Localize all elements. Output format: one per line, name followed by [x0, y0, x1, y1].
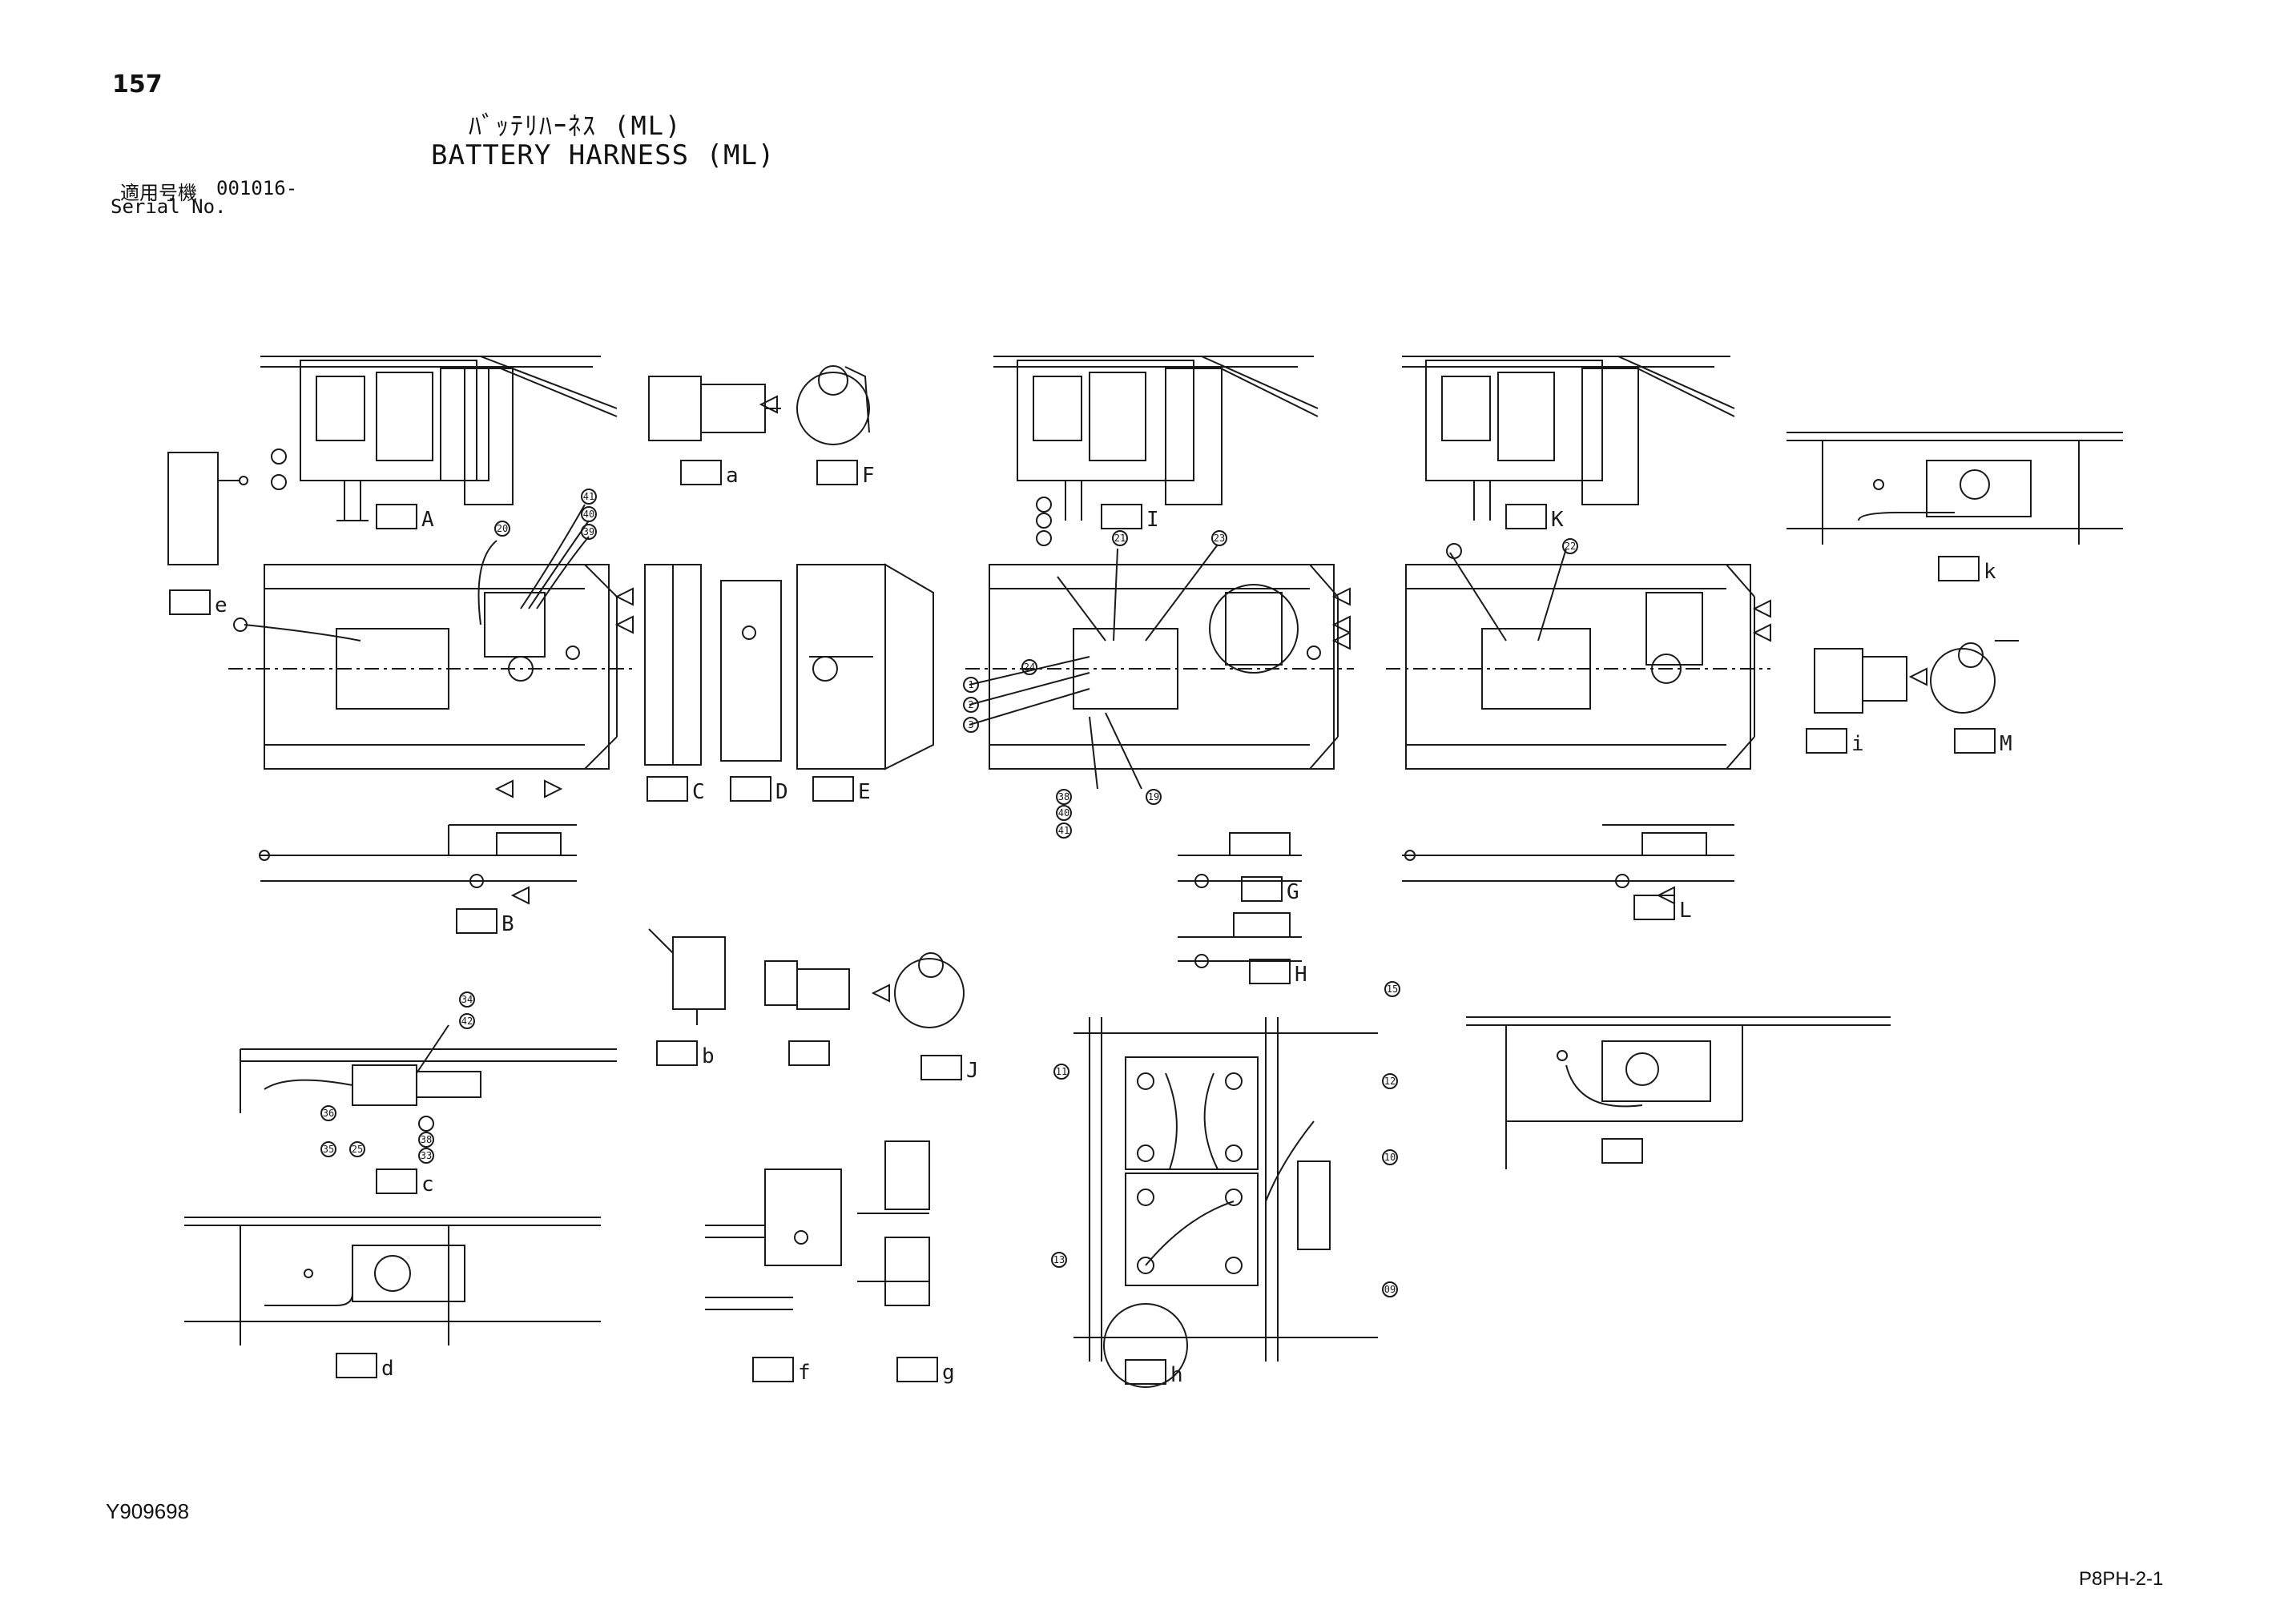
view-letter-f-upper: F	[862, 464, 875, 488]
callout-13: 13	[1053, 1254, 1065, 1265]
callout-33: 33	[421, 1150, 432, 1161]
callout-24: 24	[1024, 662, 1035, 673]
callout-40-b: 40	[1058, 807, 1069, 819]
engine-view-i	[993, 356, 1319, 521]
detail-f	[705, 1168, 842, 1310]
section-views-cde	[644, 563, 934, 770]
engine-view-k	[1402, 356, 1735, 521]
view-letter-e-lower: e	[215, 593, 228, 617]
view-letter-b-lower: b	[702, 1044, 715, 1068]
detail-k	[1786, 432, 2123, 545]
serial-label-japanese: 適用号機	[120, 182, 197, 204]
detail-i-view-m	[1814, 640, 2019, 714]
chassis-side-b	[259, 824, 577, 905]
view-letter-c-upper: C	[692, 780, 705, 804]
view-letter-a-upper: A	[421, 508, 434, 532]
callout-42: 42	[461, 1016, 473, 1027]
callout-40-a: 40	[583, 509, 594, 520]
view-letter-g-lower: g	[942, 1361, 955, 1385]
chassis-plan-middle	[965, 544, 1354, 790]
callout-3: 3	[968, 719, 973, 730]
chassis-plan-right	[1386, 548, 1771, 770]
callout-22: 22	[1565, 541, 1576, 552]
callout-balloons	[320, 489, 1578, 1297]
serial-value: 001016-	[216, 177, 298, 199]
callout-25: 25	[352, 1144, 363, 1155]
view-letter-j-upper: J	[966, 1059, 979, 1083]
view-letter-d-upper: D	[775, 780, 788, 804]
view-letter-d-lower: d	[381, 1357, 394, 1381]
view-letter-h-upper: H	[1295, 963, 1307, 987]
view-letter-m-upper: M	[2000, 732, 2012, 756]
callout-39-a: 39	[583, 526, 594, 537]
chassis-side-gh	[1178, 832, 1302, 968]
view-letter-k-lower: k	[1984, 560, 1996, 584]
view-letter-a-lower: a	[726, 464, 739, 488]
callout-34: 34	[461, 994, 473, 1005]
callout-21: 21	[1114, 533, 1126, 544]
battery-detail-h	[1073, 1017, 1378, 1388]
detail-c	[240, 1024, 617, 1113]
title-english: BATTERY HARNESS (ML)	[431, 139, 775, 171]
serial-label-english: Serial No.	[111, 195, 227, 218]
callout-2: 2	[968, 699, 973, 710]
callout-09: 09	[1384, 1284, 1396, 1295]
detail-b	[648, 928, 726, 1025]
callout-23: 23	[1214, 533, 1225, 544]
callout-35: 35	[323, 1144, 334, 1155]
chassis-plan-left	[228, 504, 634, 798]
detail-i-starter	[764, 952, 965, 1028]
view-label-boxes	[169, 460, 1996, 1385]
view-letter-c-lower: c	[421, 1173, 434, 1197]
callout-15: 15	[1387, 983, 1398, 995]
detail-l	[1466, 1016, 1891, 1169]
callout-41-b: 41	[1058, 825, 1069, 836]
callout-41-a: 41	[583, 491, 594, 502]
callout-11: 11	[1056, 1066, 1067, 1077]
view-letter-f-lower: f	[798, 1361, 811, 1385]
callout-36: 36	[323, 1108, 334, 1119]
view-letter-b-upper: B	[501, 912, 514, 936]
detail-d	[184, 1217, 601, 1345]
drawing-number: Y909698	[106, 1499, 190, 1523]
callout-38-c: 38	[421, 1134, 432, 1145]
engine-view-a	[167, 356, 618, 565]
view-letter-i-upper: I	[1146, 508, 1159, 532]
chassis-side-l	[1402, 824, 1734, 905]
sheet-code: P8PH-2-1	[2079, 1568, 2164, 1590]
callout-38-b: 38	[1058, 791, 1069, 802]
page-number: 157	[112, 70, 163, 99]
view-letter-g-upper: G	[1287, 880, 1299, 904]
callout-19: 19	[1148, 791, 1159, 802]
callout-1: 1	[968, 679, 973, 690]
detail-g	[857, 1140, 930, 1306]
title-japanese: ﾊﾞｯﾃﾘﾊｰﾈｽ (ML)	[469, 111, 683, 141]
view-letter-i-lower: i	[1851, 732, 1864, 756]
view-letter-l-upper: L	[1679, 899, 1692, 923]
callout-12: 12	[1384, 1076, 1396, 1087]
starter-detail-a	[648, 365, 870, 445]
view-letter-e-upper: E	[858, 780, 871, 804]
callout-10: 10	[1384, 1152, 1396, 1163]
callout-20: 20	[497, 523, 508, 534]
view-letter-h-lower: h	[1170, 1363, 1183, 1387]
view-letter-k-upper: K	[1551, 508, 1564, 532]
